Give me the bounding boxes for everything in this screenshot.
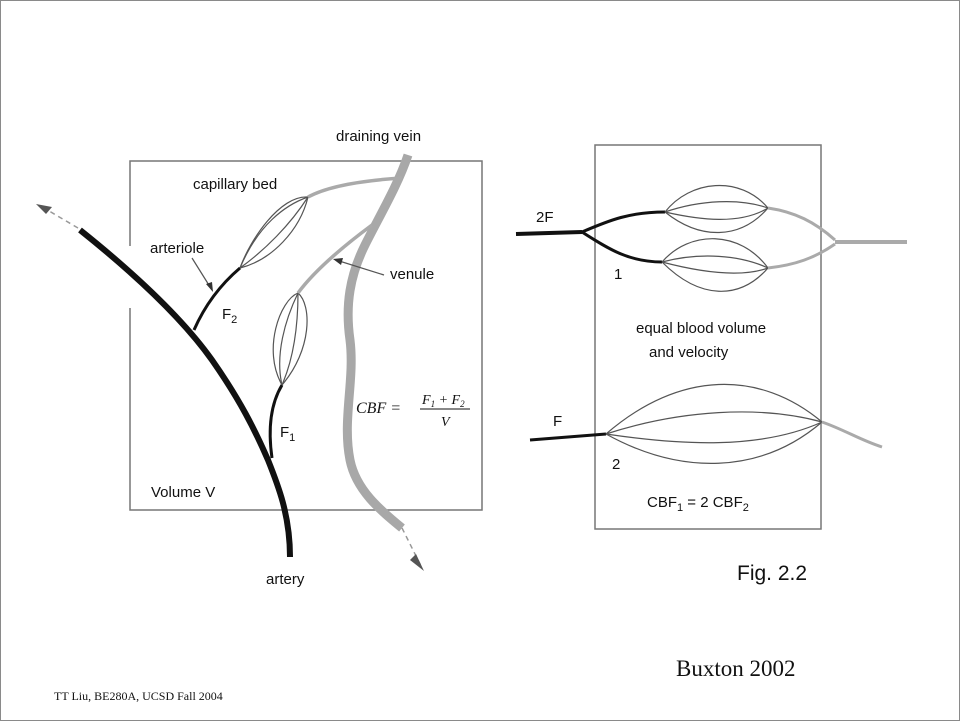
arteriole-pointer-head [206,282,213,292]
svg-text:F1 + F2: F1 + F2 [421,393,465,409]
drain-upper [767,206,837,242]
path-two-label: 2 [612,456,620,473]
outflow-bottom [821,420,883,449]
draining-vein-label: draining vein [336,128,421,145]
path-one-label: 1 [614,266,622,283]
artery-arrowhead [36,204,52,214]
venule-f2 [307,176,403,199]
artery-vessel [78,227,293,558]
capillary-bundle-f2 [239,196,309,269]
capillary-bed-label: capillary bed [193,176,277,193]
f-label: F [553,413,562,430]
f2-label: F2 [222,306,237,326]
draining-vein [342,153,413,532]
inflow-f [529,432,607,442]
vein-arrowhead [410,554,424,571]
volume-box [129,160,483,511]
branch-upper [581,210,666,234]
svg-text:CBF =: CBF = [356,400,401,417]
two-f-label: 2F [536,209,554,226]
arteriole-f1 [268,384,284,459]
capillary-bundle-lower [661,238,769,292]
capillary-bundle-single [605,383,823,464]
figure-label: Fig. 2.2 [737,562,807,585]
artery-outflow-arrow [43,207,79,229]
cbf-formula: CBF = F1 + F2 V [356,393,470,430]
venule-pointer-head [333,258,343,265]
equal-volume-line2: and velocity [649,344,729,361]
f1-label: F1 [280,424,295,444]
drain-lower [767,242,836,270]
comparison-box [594,144,822,530]
volume-label: Volume V [151,484,215,501]
arteriole-label: arteriole [150,240,204,257]
svg-text:V: V [441,415,451,430]
branch-lower [581,230,663,264]
artery-label: artery [266,571,305,588]
venule-pointer [335,259,385,276]
venule-label: venule [390,266,434,283]
inflow-2f [515,230,583,236]
cbf-relation: CBF1 = 2 CBF2 [647,494,749,514]
venule-f1 [296,223,374,295]
footer-credit: TT Liu, BE280A, UCSD Fall 2004 [54,689,223,703]
equal-volume-line1: equal blood volume [636,320,766,337]
citation: Buxton 2002 [676,656,796,681]
arteriole-f2 [192,266,241,331]
capillary-bundle-upper [664,185,769,234]
capillary-bundle-f1 [272,292,308,386]
